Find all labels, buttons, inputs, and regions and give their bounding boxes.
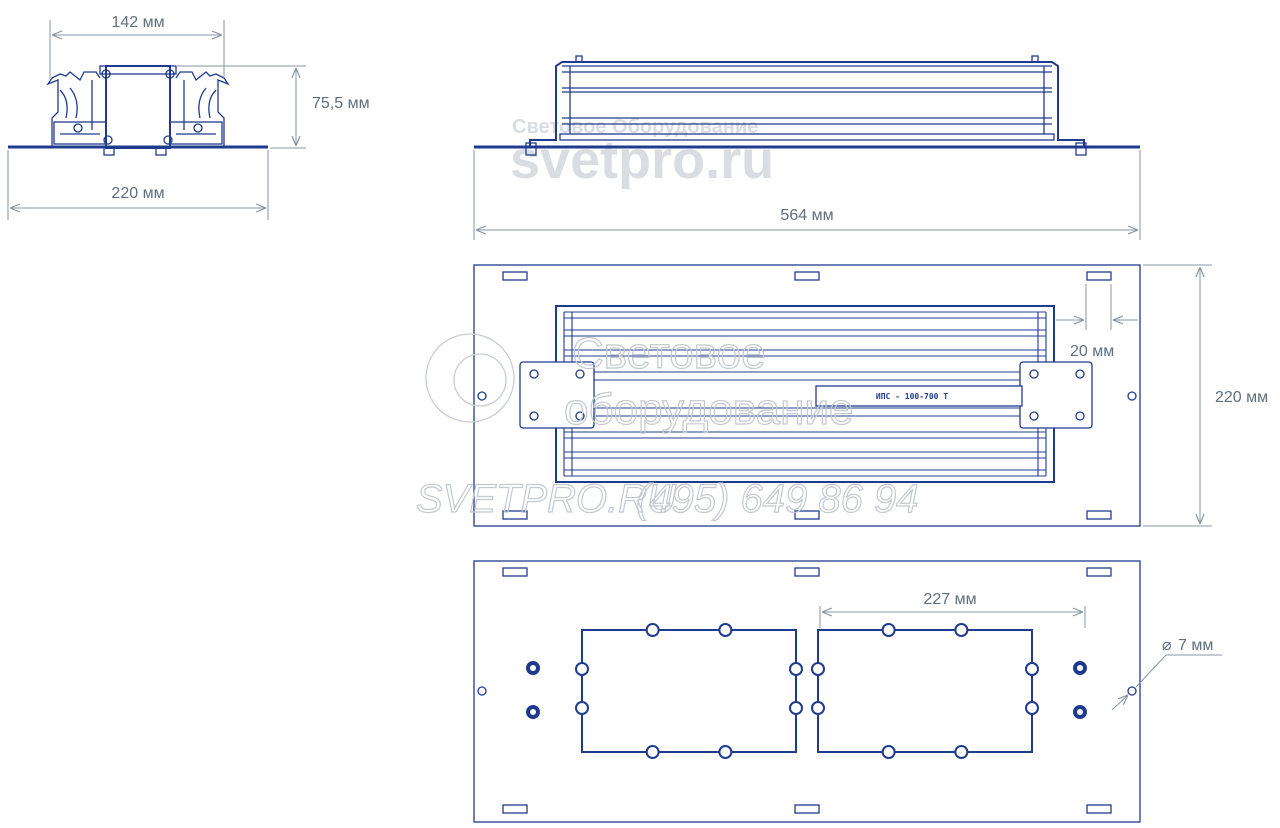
- module-mount-point: [789, 662, 803, 676]
- module-mount-point: [645, 623, 660, 637]
- module-mount-point: [811, 701, 825, 715]
- mounting-bolts: [526, 661, 1087, 719]
- module-mount-point: [575, 701, 589, 715]
- dim-front-width: 142 мм: [111, 14, 164, 31]
- module-mount-point: [954, 745, 969, 759]
- dim-hole-diameter: 7 мм: [1178, 637, 1213, 654]
- watermark-big2: оборудование: [564, 385, 854, 434]
- dim-top-gap: 20 мм: [1070, 343, 1114, 360]
- watermark-contact-phone: (495) 649 86 94: [636, 477, 918, 521]
- dim-side-length: 564 мм: [780, 207, 833, 224]
- dim-bottom-spacing: 227 мм: [923, 591, 976, 608]
- module-mount-point: [789, 701, 803, 715]
- watermark-line1: Световое Оборудование: [512, 116, 758, 138]
- driver-label: ИПС - 100-700 Т: [876, 392, 948, 401]
- module-mount-point: [645, 745, 660, 759]
- dim-front-height: 75,5 мм: [312, 95, 370, 112]
- front-view: 142 мм 75,5 мм 220 мм: [7, 14, 370, 220]
- watermark-big1: Световое: [572, 329, 766, 378]
- module-mount-point: [881, 623, 896, 637]
- module-mount-point: [718, 745, 733, 759]
- diameter-symbol: ⌀: [1162, 637, 1172, 654]
- heatsink-fins: [563, 311, 1047, 477]
- module-mount-point: [718, 623, 733, 637]
- module-mount-point: [1025, 701, 1039, 715]
- side-view: Световое Оборудование svetpro.ru 564 мм: [473, 55, 1141, 240]
- module-mount-point: [575, 662, 589, 676]
- dim-front-base: 220 мм: [111, 185, 164, 202]
- bottom-view: 227 мм ⌀ 7 мм: [473, 560, 1222, 823]
- module-mount-points: [575, 623, 1039, 759]
- watermark-contact-site: SVETPRO.RU: [416, 477, 677, 521]
- module-mount-point: [954, 623, 969, 637]
- dim-top-height: 220 мм: [1215, 389, 1268, 406]
- top-view: ИПС - 100-700 Т Световое оборудование SV…: [415, 264, 1268, 527]
- module-mount-point: [811, 662, 825, 676]
- module-mount-point: [881, 745, 896, 759]
- module-mount-point: [1025, 662, 1039, 676]
